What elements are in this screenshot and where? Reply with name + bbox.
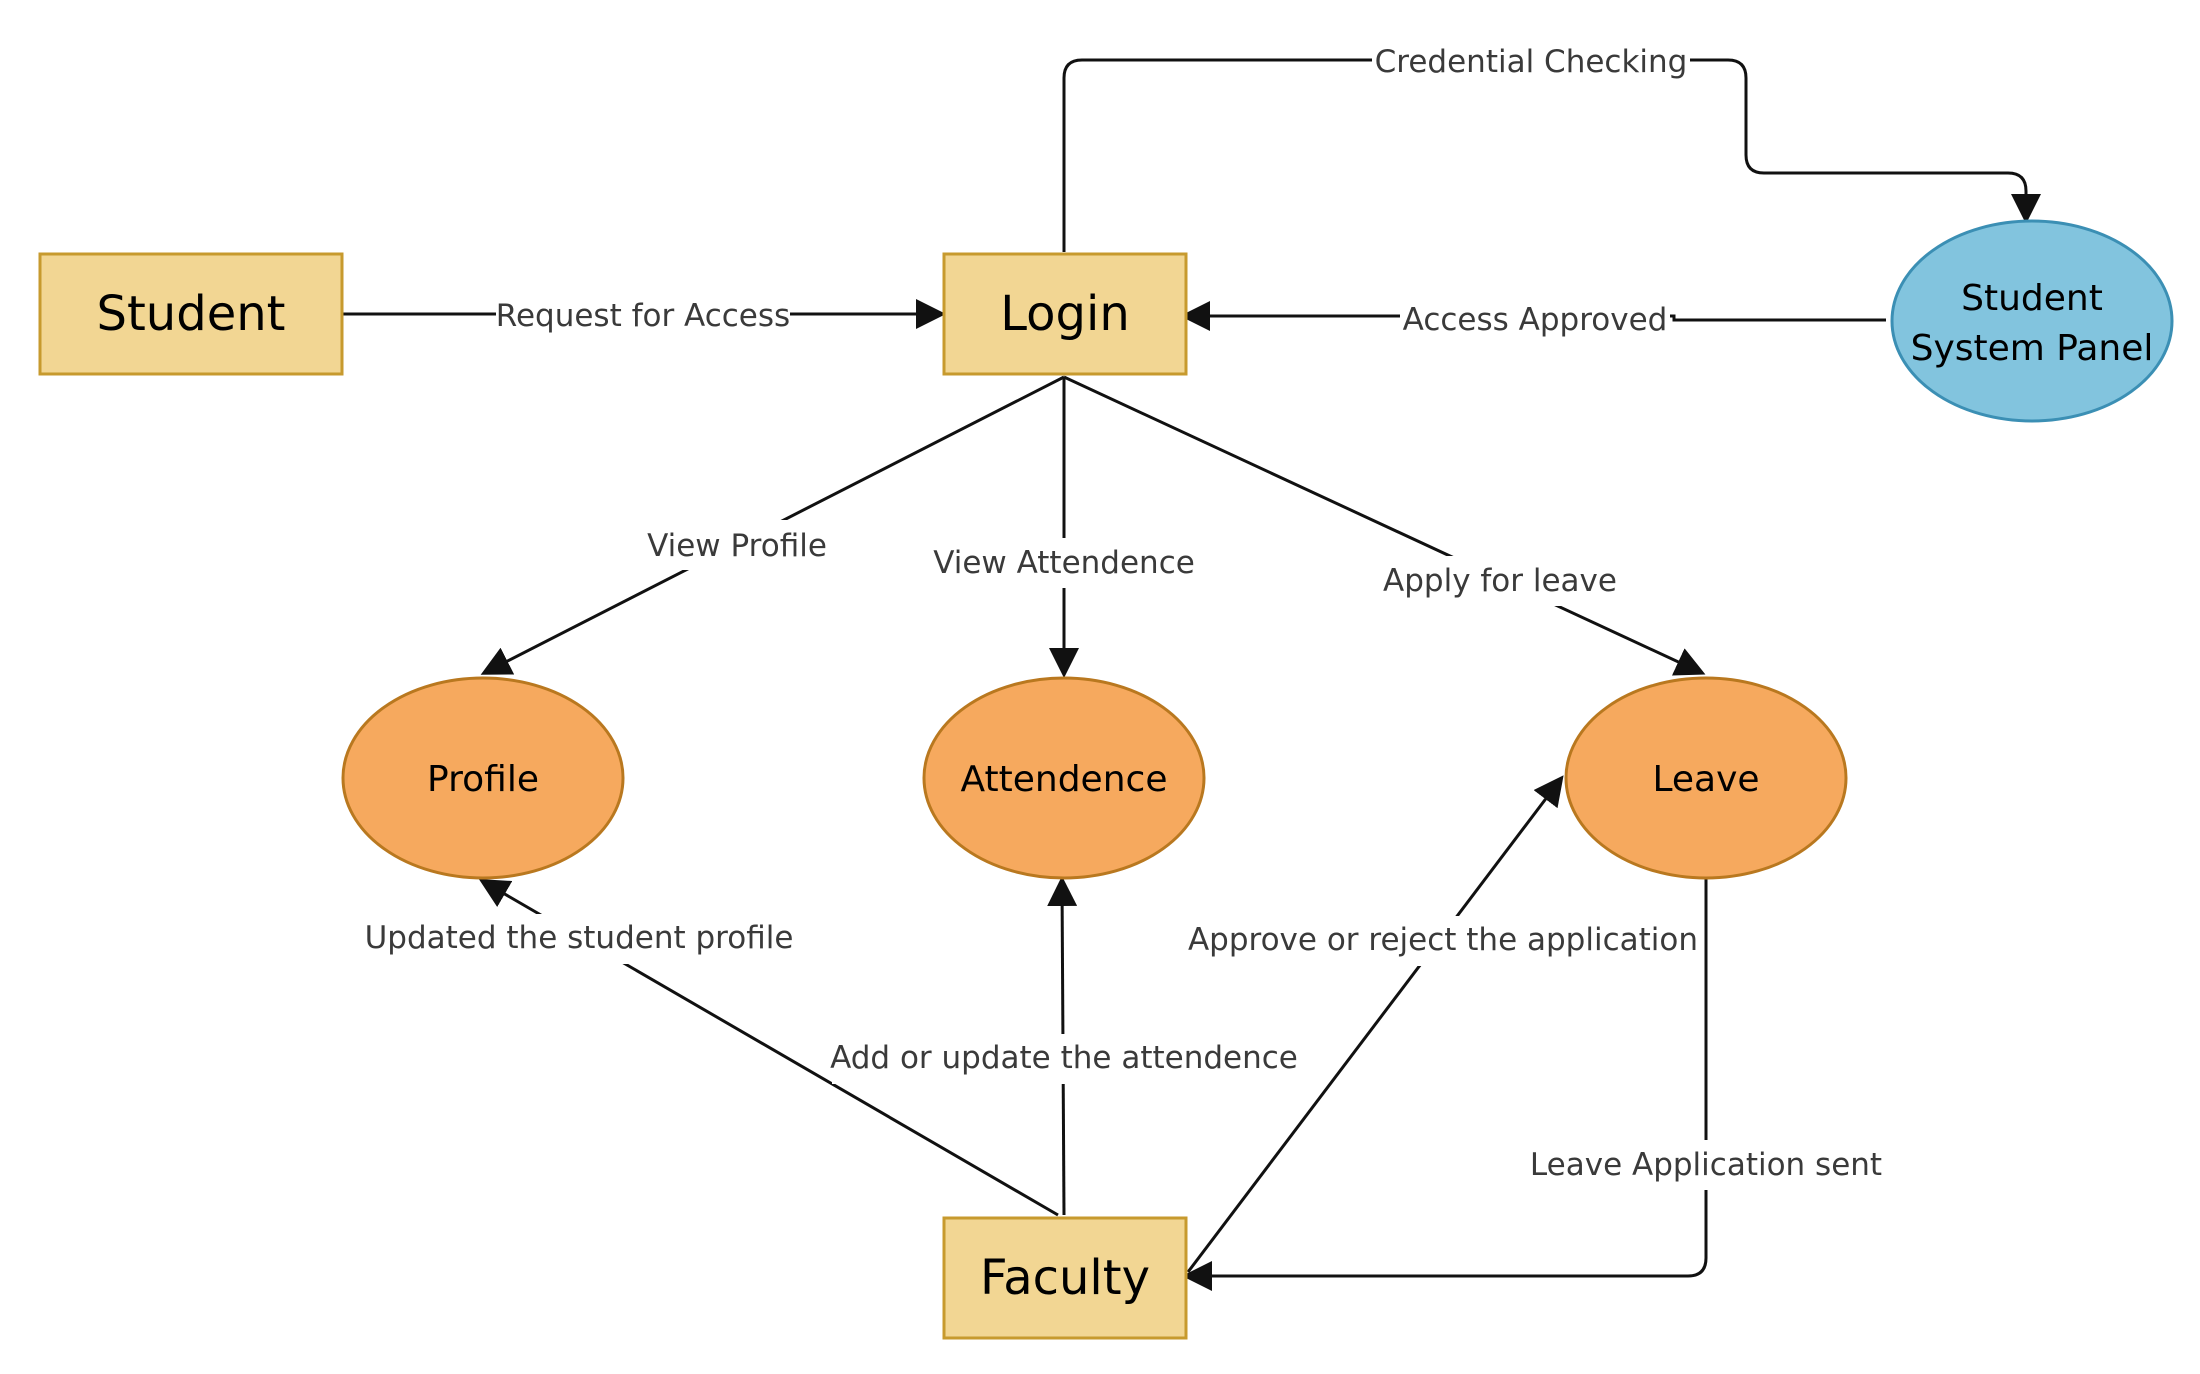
- process-profile-ellipse: [341, 676, 625, 880]
- store-ellipse: [1890, 219, 2174, 423]
- store-student-system-panel: Student System Panel: [1890, 219, 2174, 423]
- entity-student: Student: [38, 252, 344, 376]
- process-attendence: Attendence: [922, 676, 1206, 880]
- flow-label-view-profile: View Profile: [647, 528, 827, 564]
- flow-label-updated-profile: Updated the student profile: [365, 920, 794, 956]
- process-attendence-label: Attendence: [961, 759, 1168, 800]
- label-bg: [832, 1034, 1296, 1084]
- flow-label-add-attendence: Add or update the attendence: [830, 1040, 1298, 1076]
- process-profile: Profile: [341, 676, 625, 880]
- flow-apply-leave-line: [1063, 375, 1706, 676]
- label-bg: [496, 292, 790, 338]
- entity-faculty-label: Faculty: [980, 1250, 1150, 1306]
- process-leave-ellipse: [1564, 676, 1848, 880]
- flow-approve-reject-line: [1186, 775, 1564, 1273]
- entity-faculty: Faculty: [942, 1216, 1188, 1340]
- process-leave-label: Leave: [1652, 759, 1759, 800]
- entity-login-label: Login: [1000, 286, 1130, 342]
- process-leave: Leave: [1564, 676, 1848, 880]
- entity-faculty-box: [942, 1216, 1188, 1340]
- entity-student-box: [38, 252, 344, 376]
- label-bg: [1372, 38, 1690, 84]
- label-bg: [932, 538, 1196, 588]
- flow-label-access-approved: Access Approved: [1403, 302, 1668, 338]
- label-bg: [1530, 1140, 1882, 1190]
- label-bg: [364, 914, 794, 964]
- label-bg: [1380, 556, 1620, 606]
- entity-student-label: Student: [97, 286, 286, 342]
- process-attendence-ellipse: [922, 676, 1206, 880]
- flow-label-credential-checking: Credential Checking: [1375, 44, 1688, 80]
- flow-label-approve-reject: Approve or reject the application: [1188, 922, 1698, 958]
- flow-label-apply-leave: Apply for leave: [1383, 563, 1617, 599]
- flow-label-view-attendence: View Attendence: [933, 545, 1195, 581]
- process-profile-label: Profile: [427, 759, 539, 800]
- entity-login-box: [942, 252, 1188, 376]
- store-label-line1: Student: [1961, 278, 2103, 319]
- flow-label-leave-application: Leave Application sent: [1530, 1147, 1882, 1183]
- label-bg: [1400, 296, 1670, 342]
- entity-login: Login: [942, 252, 1188, 376]
- flow-credential-checking-line: [1062, 58, 2041, 252]
- label-bg: [1190, 916, 1700, 966]
- flow-label-request-access: Request for Access: [496, 298, 790, 334]
- flow-leave-application-line: [1182, 876, 1708, 1291]
- store-label-line2: System Panel: [1911, 328, 2154, 369]
- label-bg: [642, 520, 832, 570]
